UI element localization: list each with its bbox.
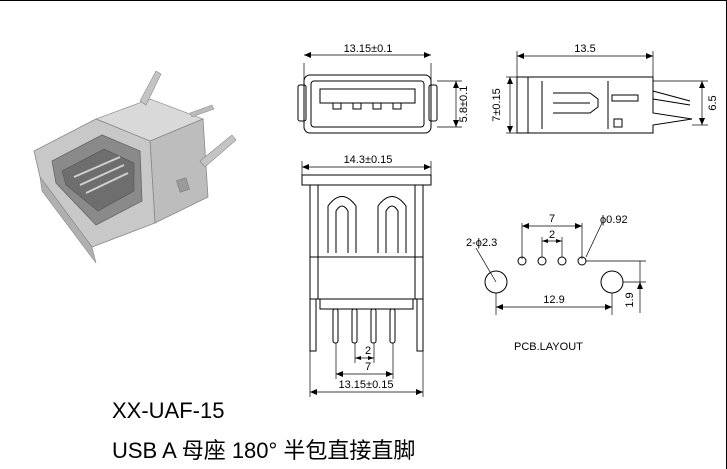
pcb-large-hole-label: 2-ϕ2.3: [466, 237, 497, 249]
top-pitch-outer-label: 7: [365, 361, 371, 373]
top-width-label: 14.3±0.15: [344, 154, 393, 166]
pcb-pitch-outer-label: 7: [549, 213, 555, 225]
pcb-pitch-inner-label: 2: [549, 229, 555, 241]
pcb-small-hole-label: ϕ0.92: [600, 214, 628, 226]
pcb-layout-title: PCB.LAYOUT: [514, 341, 583, 353]
product-render: [33, 70, 237, 264]
top-bottom-width-label: 13.15±0.15: [339, 379, 394, 391]
front-height-label: 5.8±0.1: [458, 86, 470, 123]
side-length-label: 13.5: [574, 43, 595, 55]
front-width-label: 13.15±0.1: [344, 43, 393, 55]
model-number: XX-UAF-15: [112, 398, 225, 423]
top-pitch-inner-label: 2: [365, 345, 371, 357]
pcb-layout: 7 2 ϕ0.92 2-ϕ2.3: [466, 213, 646, 353]
front-view: 13.15±0.1 5.8±0.1: [297, 43, 470, 134]
side-right-height-label: 6.5: [707, 95, 719, 110]
pcb-offset-label: 1.9: [624, 292, 636, 307]
top-view: 14.3±0.15: [301, 154, 432, 397]
product-description: USB A 母座 180° 半包直接直脚: [112, 438, 416, 463]
side-left-height-label: 7±0.15: [491, 88, 503, 122]
pcb-hole-span-label: 12.9: [543, 294, 564, 306]
side-view: 13.5 7±0.15 6.5: [491, 43, 719, 134]
